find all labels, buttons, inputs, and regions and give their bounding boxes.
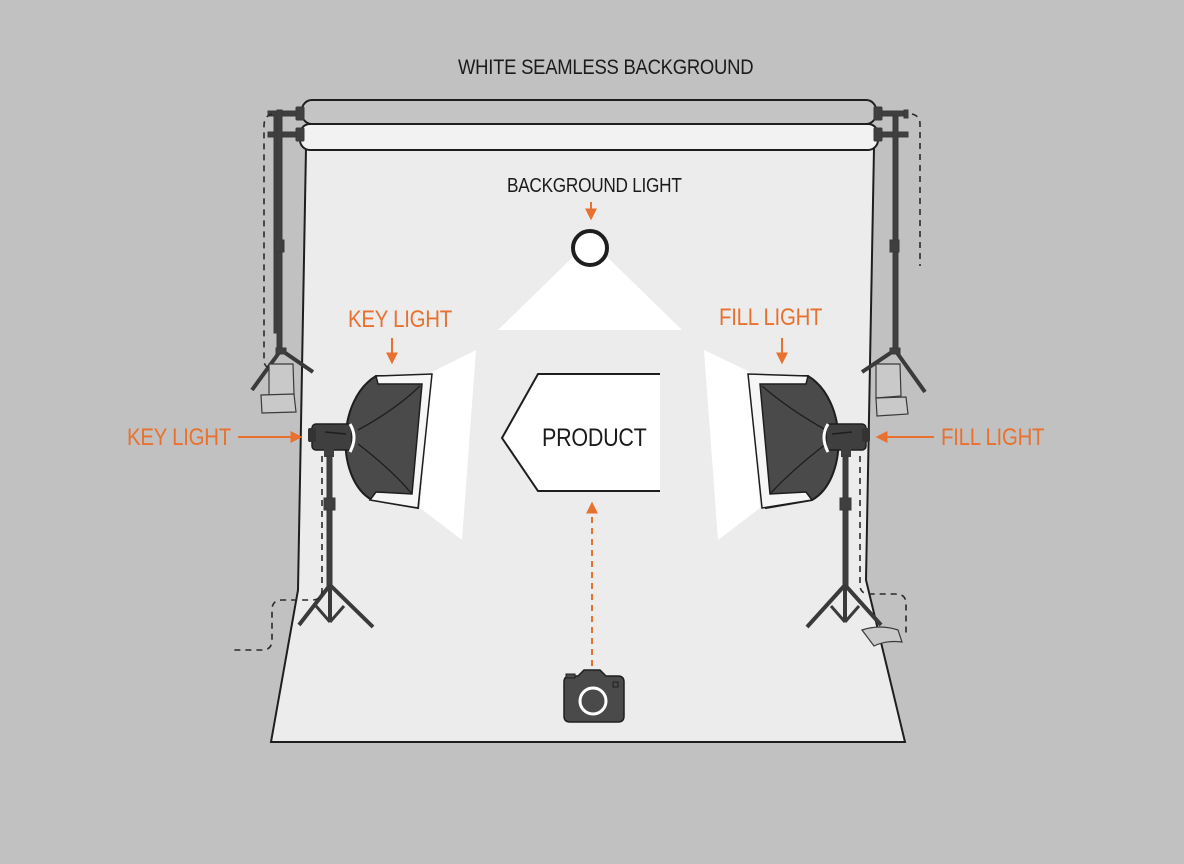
diagram-title: WHITE SEAMLESS BACKGROUND: [458, 56, 754, 79]
left-stand-cable: [263, 113, 273, 369]
backdrop-roll-top: [299, 99, 879, 151]
key-light-cable: [234, 456, 323, 651]
background-light: [498, 229, 682, 330]
fill-light-cable: [859, 456, 907, 636]
fill-light-stand: [805, 455, 903, 647]
fill-light-label-side: FILL LIGHT: [941, 424, 1045, 451]
camera-icon: [563, 669, 625, 723]
fill-light-softbox: [747, 373, 870, 510]
key-light-softbox: [308, 373, 433, 510]
key-light-stand: [297, 455, 375, 629]
right-stand-cable: [911, 113, 921, 266]
product-shape: [500, 373, 660, 492]
left-backdrop-stand: [250, 106, 315, 414]
fill-light-beam: [704, 350, 760, 540]
background-light-label: BACKGROUND LIGHT: [507, 175, 682, 197]
key-light-beam: [420, 350, 476, 540]
key-light-label-top: KEY LIGHT: [348, 306, 452, 333]
key-light-label-side: KEY LIGHT: [127, 424, 231, 451]
fill-light-label-top: FILL LIGHT: [719, 304, 823, 331]
right-backdrop-stand: [860, 106, 927, 417]
product-label: PRODUCT: [542, 424, 647, 452]
